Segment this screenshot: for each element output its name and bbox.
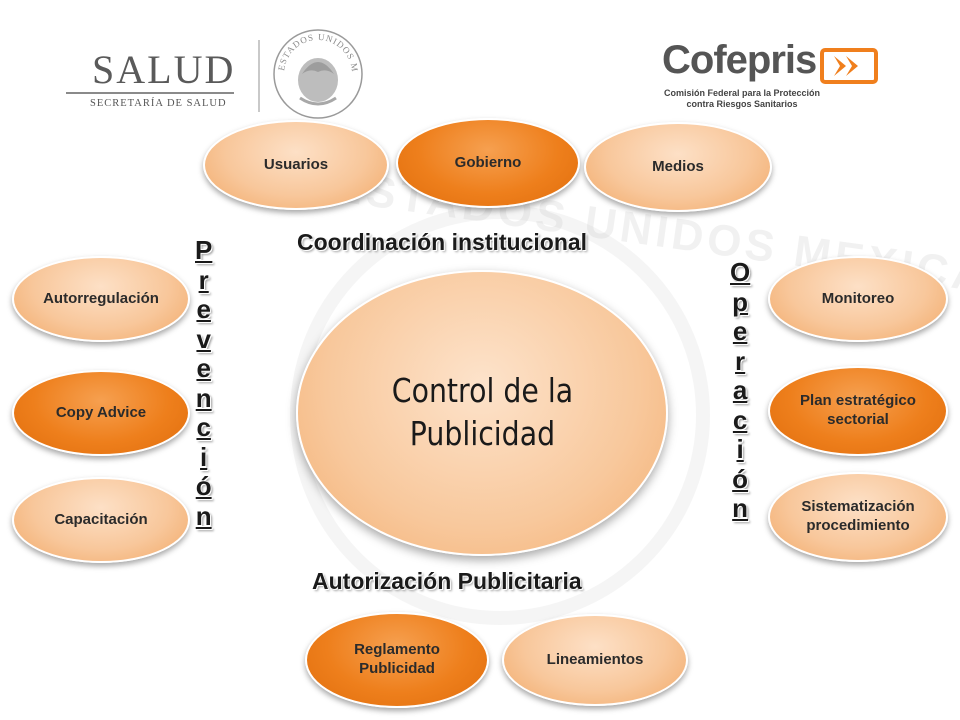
node-label: Monitoreo — [821, 289, 895, 307]
node-reglamento: Reglamento Publicidad — [305, 612, 489, 708]
vertical-letter: e — [196, 294, 211, 324]
vertical-letter: i — [200, 441, 208, 472]
vertical-letter: O — [730, 257, 751, 287]
vertical-letter: P — [195, 235, 213, 265]
salud-logo: SALUD SECRETARÍA DE SALUD — [66, 44, 236, 110]
node-plan-estrategico: Plan estratégico sectorial — [768, 366, 948, 456]
node-label: Gobierno — [454, 153, 522, 171]
vertical-letter: n — [195, 500, 212, 531]
node-label: Reglamento Publicidad — [354, 641, 440, 677]
heading-autorizacion: Autorización Publicitaria — [312, 568, 582, 594]
cofepris-logo: Cofepris Comisión Federal para la Protec… — [660, 38, 890, 120]
node-monitoreo: Monitoreo — [768, 256, 948, 342]
node-label: Autorregulación — [43, 289, 159, 307]
center-label: Control de la Publicidad — [391, 371, 573, 453]
header-divider — [258, 40, 260, 112]
node-usuarios: Usuarios — [203, 120, 389, 210]
national-seal-icon: ESTADOS UNIDOS MEXICANOS — [268, 20, 364, 120]
cofepris-title: Cofepris — [662, 38, 817, 82]
node-medios: Medios — [584, 122, 772, 212]
vertical-letter: p — [732, 286, 749, 317]
vertical-letter: e — [732, 316, 748, 346]
node-capacitacion: Capacitación — [12, 477, 190, 563]
node-label: Usuarios — [263, 155, 329, 173]
node-label: Medios — [652, 157, 704, 175]
cofepris-subtitle: Comisión Federal para la Protección cont… — [663, 88, 821, 109]
node-label: Lineamientos — [546, 650, 644, 668]
node-gobierno: Gobierno — [396, 118, 580, 208]
node-label: Plan estratégico sectorial — [800, 392, 916, 428]
vertical-letter: n — [732, 493, 749, 523]
salud-title: SALUD — [92, 47, 236, 92]
vertical-letter: ó — [732, 463, 749, 494]
vertical-letter: c — [196, 412, 211, 442]
vertical-letter: a — [732, 375, 748, 405]
node-copy-advice: Copy Advice — [12, 370, 190, 456]
vertical-letter: i — [736, 434, 744, 464]
node-label: Copy Advice — [55, 403, 147, 421]
vertical-letter: ó — [195, 471, 212, 501]
vertical-letter: r — [735, 345, 746, 376]
vertical-letter: v — [196, 323, 211, 354]
center-node: Control de la Publicidad — [296, 270, 668, 556]
vertical-letter: n — [195, 382, 212, 413]
node-autorregulacion: Autorregulación — [12, 256, 190, 342]
vertical-letter: c — [732, 404, 748, 435]
vertical-letter: r — [198, 264, 209, 295]
salud-divider — [66, 92, 234, 94]
salud-subtitle: SECRETARÍA DE SALUD — [90, 98, 227, 109]
node-label: Sistematización procedimiento — [801, 498, 915, 534]
vertical-letter: e — [196, 353, 211, 383]
node-lineamientos: Lineamientos — [502, 614, 688, 706]
node-sistematizacion: Sistematización procedimiento — [768, 472, 948, 562]
cofepris-arrows-icon — [820, 48, 878, 84]
node-label: Capacitación — [54, 510, 148, 528]
heading-coordinacion: Coordinación institucional — [297, 229, 588, 255]
